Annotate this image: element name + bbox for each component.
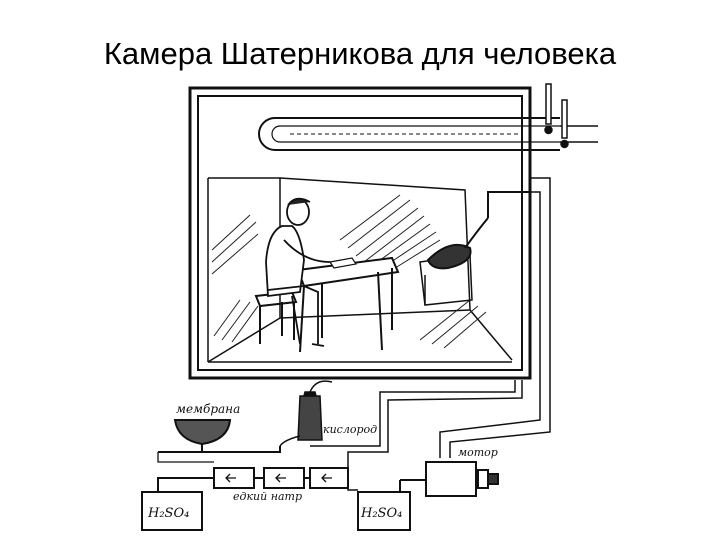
- air-intake-mask: [428, 192, 530, 268]
- caustic-soda-absorbers: [158, 468, 348, 492]
- label-caustic-soda: едкий натр: [233, 490, 302, 503]
- chamber-walls: [190, 88, 530, 378]
- oxygen-cylinder: [280, 381, 332, 446]
- air-ducts: [310, 178, 550, 490]
- label-membrane: мембрана: [176, 402, 240, 416]
- acid-absorber-right: [358, 480, 410, 530]
- membrane-bowl: [158, 420, 280, 462]
- label-motor: мотор: [458, 446, 498, 459]
- motor: [400, 462, 498, 496]
- label-acid-right: H₂SO₄: [360, 506, 402, 521]
- table: [298, 258, 398, 352]
- thermometers: [545, 84, 568, 148]
- label-oxygen: кислород: [323, 423, 377, 436]
- label-acid-left: H₂SO₄: [147, 506, 189, 521]
